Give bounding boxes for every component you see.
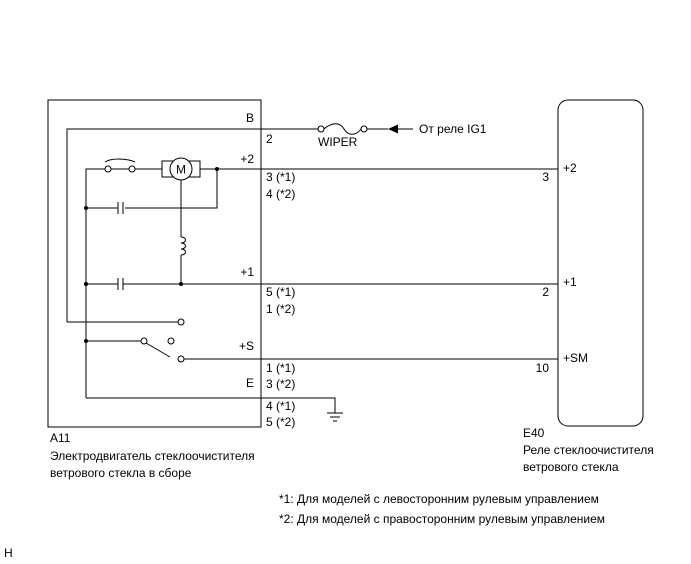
relay-terminal-plus2: +2 [563,161,577,175]
pin-b: 2 [266,132,273,146]
relay-name-line1: Реле стеклоочистителя [523,443,654,457]
pin-plus1-a: 5 (*1) [266,285,295,299]
coil-icon [180,236,186,256]
junction-cap-upper [84,206,88,210]
relay-terminal-plus1: +1 [563,275,577,289]
figure-id: H [4,546,13,560]
note-2: *2: Для моделей с правосторонним рулевым… [279,512,605,526]
switch-blade-icon [145,342,171,358]
relay-terminal-sm: +SM [563,351,588,365]
relay-pin-sm: 10 [536,361,550,375]
motor-symbol: M [176,163,186,177]
arrow-left-icon [388,124,398,134]
pin-plus2-a: 3 (*1) [266,170,295,184]
pin-s-b: 3 (*2) [266,377,295,391]
motor-name-line2: ветрового стекла в сборе [50,466,192,480]
pin-e-b: 5 (*2) [266,415,295,429]
fuse-icon [323,123,362,135]
fuse-terminal-left [317,125,325,133]
cam-terminal [177,318,185,326]
wire-b-inner [66,128,318,322]
fuse-label: WIPER [318,135,358,149]
motor-assembly-box [47,99,262,428]
wire-ground [86,397,336,413]
motor-terminal-b: B [246,111,254,125]
pin-e-a: 4 (*1) [266,399,295,413]
relay-code: E40 [523,426,545,440]
relay-box [557,99,644,427]
pin-plus1-b: 1 (*2) [266,302,295,316]
motor-terminal-plus1: +1 [240,265,254,279]
note-1: *1: Для моделей с левосторонним рулевым … [279,492,599,506]
motor-terminal-plus2: +2 [240,152,254,166]
motor-name-line1: Электродвигатель стеклоочистителя [50,449,255,463]
breaker-terminal-right [128,165,136,173]
relay-pin-plus2: 3 [542,170,549,184]
pin-plus2-b: 4 (*2) [266,187,295,201]
breaker-arc [104,158,136,163]
source-label: От реле IG1 [419,122,487,136]
junction-plus1 [179,282,183,286]
breaker-terminal-left [104,165,112,173]
switch-terminal-right [177,355,185,363]
motor-code: A11 [50,431,71,445]
wire-cap-upper [125,169,218,209]
junction-cap-lower [84,282,88,286]
switch-terminal-left [140,337,148,345]
motor-terminal-e: E [246,376,254,390]
pin-s-a: 1 (*1) [266,361,295,375]
relay-name-line2: ветрового стекла [523,460,619,474]
fuse-terminal-right [360,125,368,133]
motor-terminal-s: +S [239,339,254,353]
relay-pin-plus1: 2 [542,285,549,299]
junction-switch [84,339,88,343]
switch-contact [167,337,175,345]
